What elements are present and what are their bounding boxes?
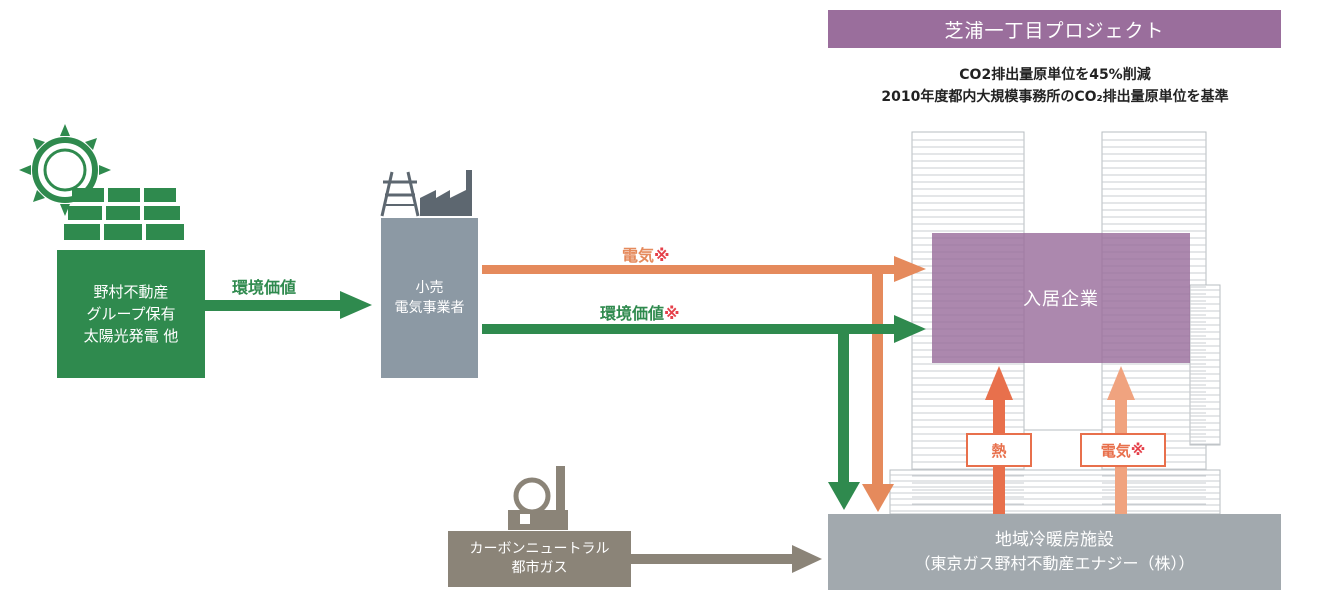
district-heating-cooling-box: 地域冷暖房施設 （東京ガス野村不動産エナジー（株）） — [828, 514, 1281, 590]
solar-generation-box: 野村不動産 グループ保有 太陽光発電 他 — [57, 250, 205, 378]
facility-box-line2: （東京ガス野村不動産エナジー（株）） — [914, 554, 1195, 573]
retail-electricity-box: 小売 電気事業者 — [381, 218, 478, 378]
gas-box-line2: 都市ガス — [511, 560, 568, 576]
electricity-badge-text: 電気 — [1100, 441, 1131, 460]
carbon-neutral-gas-box: カーボンニュートラル 都市ガス — [448, 531, 631, 587]
note-mark: ※ — [654, 246, 670, 265]
solar-box-line2: グループ保有 — [86, 305, 176, 323]
env-value-label-1: 環境価値 — [232, 278, 297, 297]
solar-panel-icon — [64, 188, 184, 240]
retailer-box-line2: 電気事業者 — [394, 300, 465, 316]
co2-baseline-line: 2010年度都内大規模事務所のCO₂排出量原単位を基準 — [881, 89, 1229, 105]
gas-box-line1: カーボンニュートラル — [469, 541, 610, 557]
gas-arrow — [631, 545, 822, 573]
electricity-arrow-top — [482, 256, 926, 512]
power-plant-icon — [380, 170, 472, 217]
note-mark: ※ — [664, 304, 680, 323]
env-value-arrow-2 — [482, 315, 926, 510]
sun-icon — [19, 124, 111, 216]
electricity-label-text: 電気 — [622, 246, 655, 265]
project-title: 芝浦一丁目プロジェクト — [828, 10, 1281, 48]
env-value-label-2: 環境価値※ — [600, 300, 680, 324]
facility-box-line1: 地域冷暖房施設 — [995, 530, 1114, 550]
note-mark: ※ — [1130, 441, 1146, 459]
electricity-label-top: 電気※ — [622, 242, 670, 266]
env-value-label-2-text: 環境価値 — [600, 304, 665, 323]
tenants-box: 入居企業 — [932, 233, 1190, 363]
heat-badge: 熱 — [966, 433, 1032, 467]
electricity-badge: 電気※ — [1080, 433, 1166, 467]
solar-box-line3: 太陽光発電 他 — [83, 327, 179, 345]
gas-plant-icon — [508, 466, 568, 530]
solar-box-line1: 野村不動産 — [93, 283, 169, 301]
co2-reduction-line: CO2排出量原単位を45%削減 — [959, 67, 1151, 83]
retailer-box-line1: 小売 — [415, 280, 444, 296]
env-value-arrow-1 — [205, 291, 372, 319]
